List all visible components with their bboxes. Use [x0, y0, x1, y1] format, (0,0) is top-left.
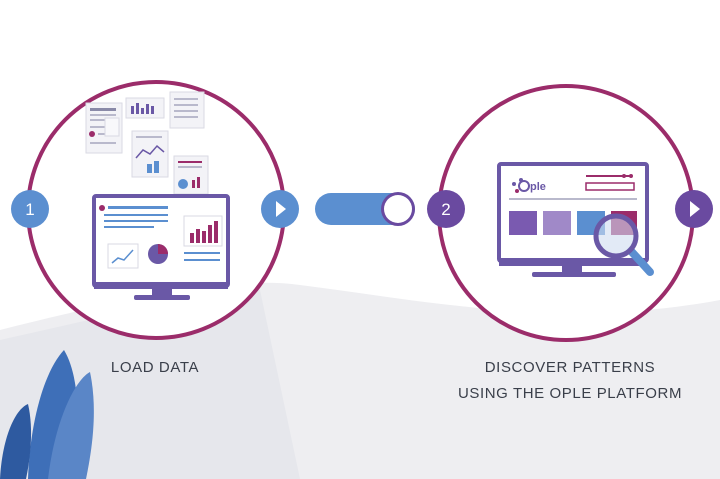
step-2-caption-line-2: USING THE OPLE PLATFORM	[457, 385, 683, 402]
step-1-next-button[interactable]	[261, 190, 299, 228]
monitor-1	[92, 194, 230, 300]
play-arrow-icon	[690, 201, 700, 217]
step-2-caption-line-1: DISCOVER PATTERNS	[484, 359, 656, 376]
ople-logo-text: ple	[530, 181, 546, 193]
leaf-decoration	[0, 350, 94, 479]
step-1-badge: 1	[11, 190, 49, 228]
step-2-next-button[interactable]	[675, 190, 713, 228]
step-2-badge: 2	[427, 190, 465, 228]
ople-logo: ple	[512, 178, 546, 193]
step-1-number: 1	[25, 200, 34, 219]
step-2-number: 2	[441, 200, 450, 219]
magnifier-icon	[593, 213, 654, 276]
toggle-switch-icon[interactable]	[315, 192, 415, 226]
step-1-caption: LOAD DATA	[110, 359, 200, 376]
play-arrow-icon	[276, 201, 286, 217]
documents-illustration	[85, 91, 209, 195]
